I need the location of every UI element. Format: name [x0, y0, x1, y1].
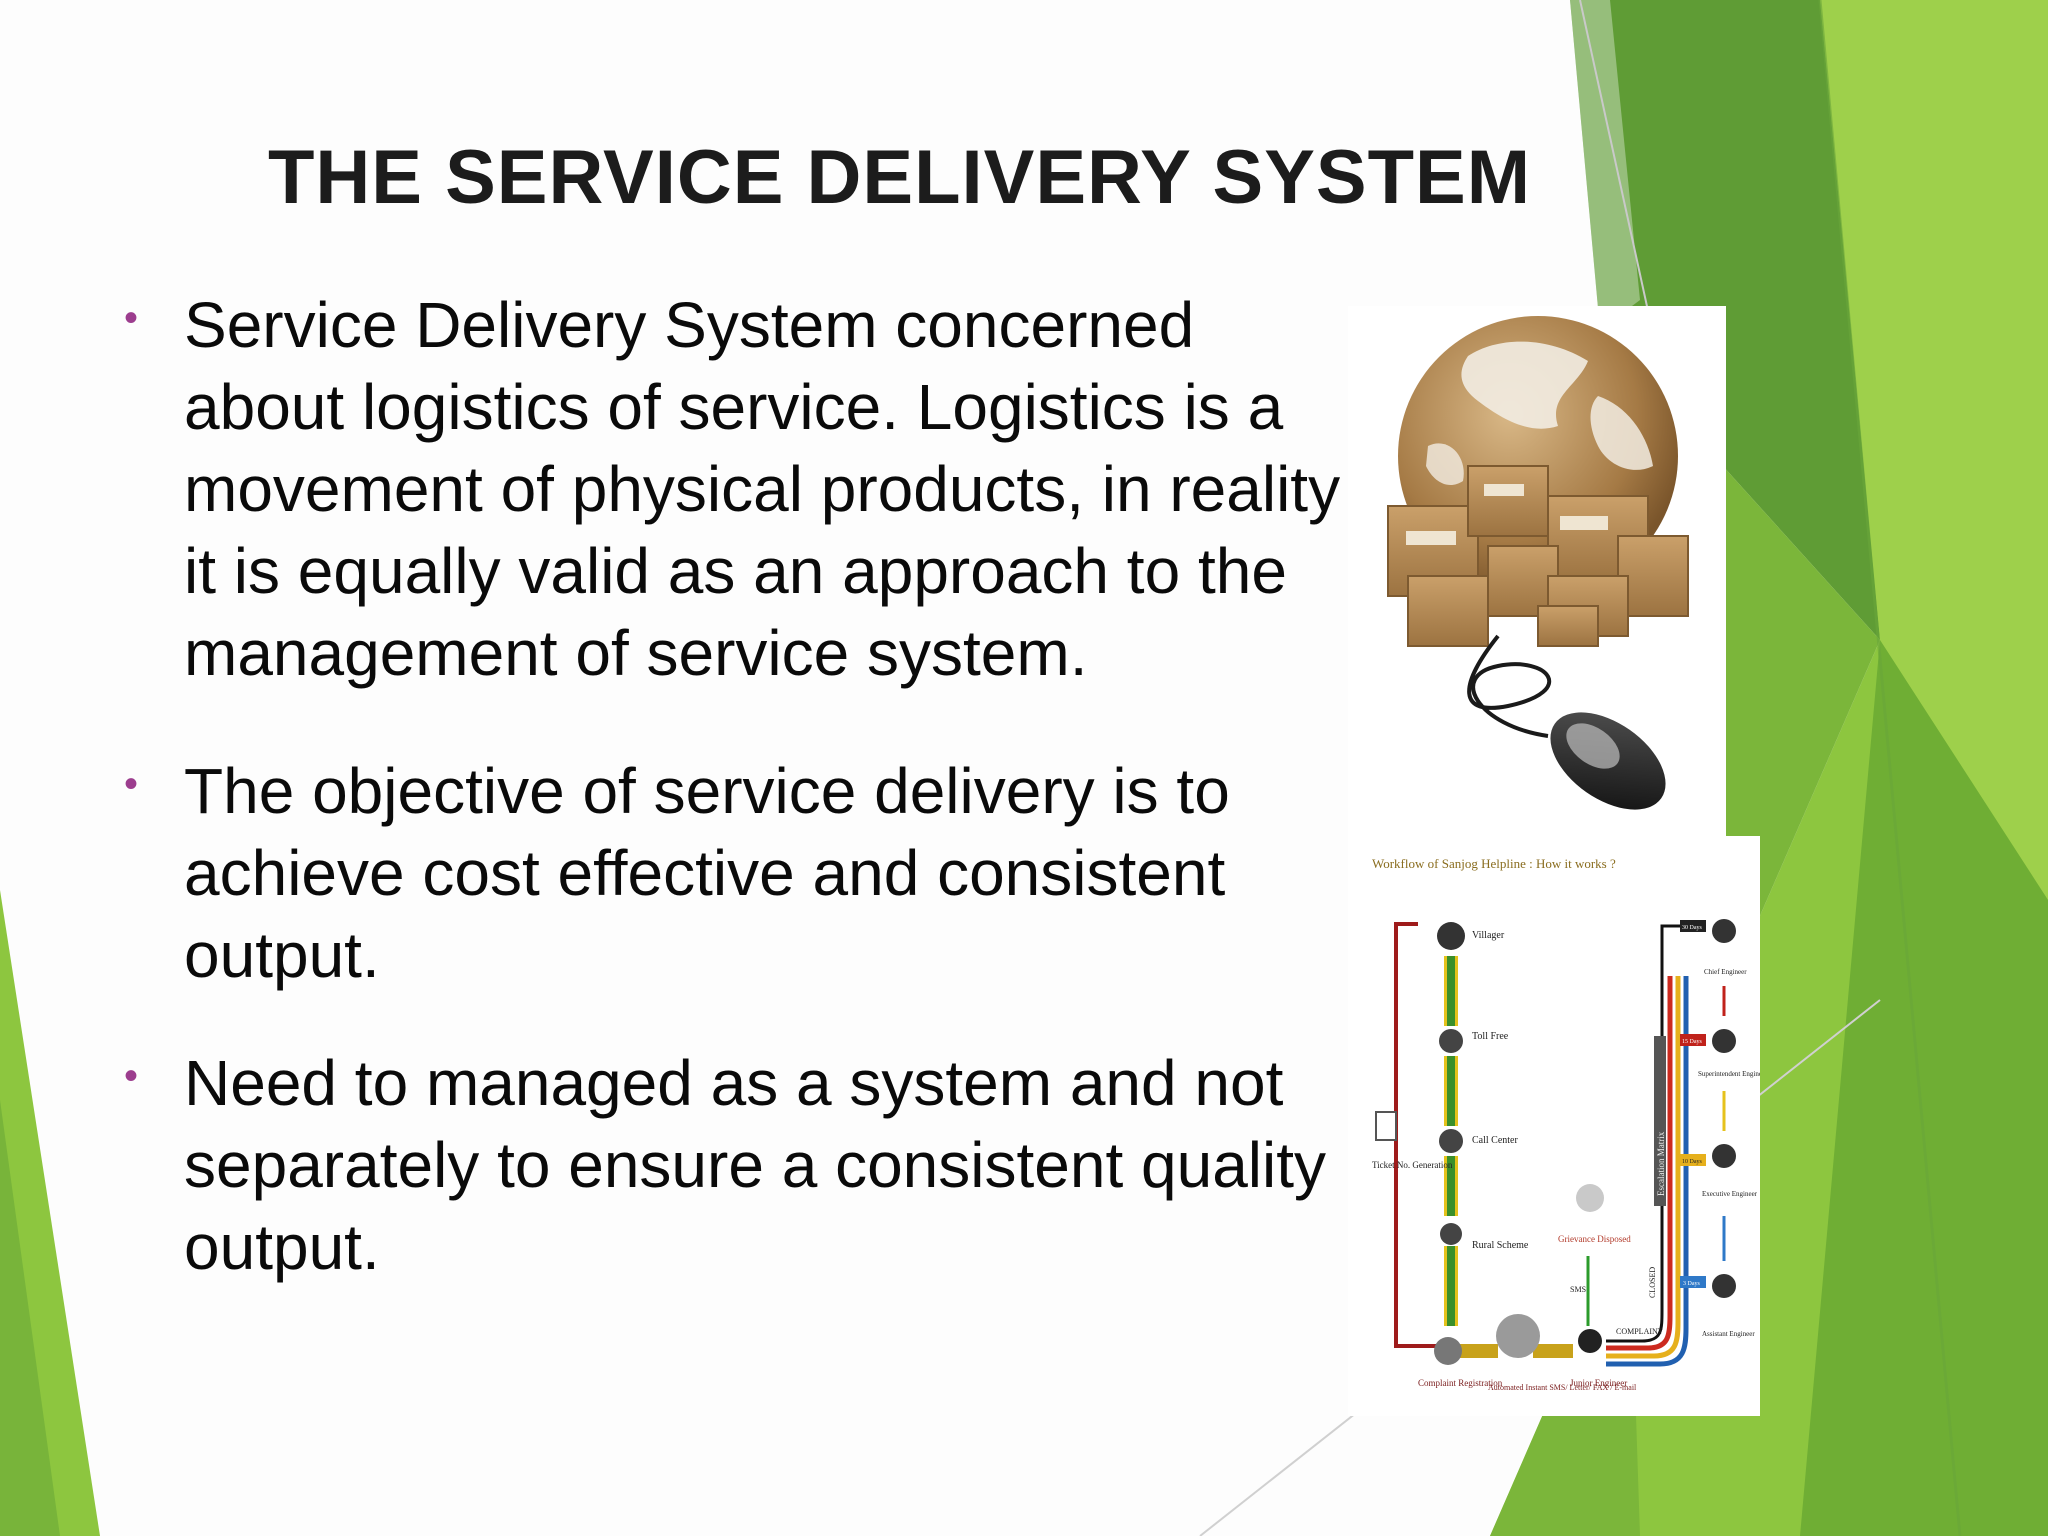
svg-text:Ticket No. Generation: Ticket No. Generation	[1372, 1160, 1453, 1170]
svg-text:30 Days: 30 Days	[1682, 925, 1702, 931]
deco-green-panel-5	[1800, 640, 2048, 1536]
loop-arrow	[1394, 922, 1438, 1348]
executive-engineer-icon	[1712, 1144, 1736, 1168]
slide-title: THE SERVICE DELIVERY SYSTEM	[268, 135, 1532, 220]
registration-icon	[1434, 1337, 1462, 1365]
deco-line-3	[1818, 0, 1962, 1536]
svg-text:Automated Instant SMS/ Letter/: Automated Instant SMS/ Letter/ FAX / E-m…	[1488, 1383, 1637, 1392]
bullet-list: • Service Delivery System concerned abou…	[120, 284, 1340, 1288]
bullet-text: Need to managed as a system and not sepa…	[184, 1047, 1326, 1283]
bullet-text: Service Delivery System concerned about …	[184, 289, 1341, 689]
svg-text:15 Days: 15 Days	[1682, 1039, 1702, 1045]
call-center-icon	[1439, 1129, 1463, 1153]
deco-line-1	[1579, 0, 1651, 321]
superintendent-engineer-icon	[1712, 1029, 1736, 1053]
globe-boxes-mouse-icon	[1387, 316, 1689, 810]
svg-text:Escalation Matrix: Escalation Matrix	[1656, 1131, 1666, 1196]
svg-text:10 Days: 10 Days	[1682, 1159, 1702, 1165]
ticket-icon	[1375, 1111, 1397, 1141]
svg-text:Grievance Disposed: Grievance Disposed	[1558, 1234, 1631, 1244]
workflow-diagram: Workflow of Sanjog Helpline : How it wor…	[1372, 856, 1768, 1392]
bullet-marker: •	[124, 296, 139, 340]
bullet-text: The objective of service delivery is to …	[184, 755, 1230, 991]
junior-engineer-icon	[1578, 1329, 1602, 1353]
bullet-marker: •	[124, 762, 139, 806]
villager-icon	[1437, 922, 1465, 950]
rural-scheme-icon	[1440, 1223, 1462, 1245]
svg-text:Superintendent Engineer: Superintendent Engineer	[1698, 1070, 1760, 1078]
workflow-title: Workflow of Sanjog Helpline : How it wor…	[1372, 856, 1616, 871]
deco-white-wedge	[1570, 0, 1640, 330]
globe-boxes-mouse-image	[1348, 306, 1726, 836]
svg-text:CLOSED: CLOSED	[1648, 1267, 1657, 1298]
svg-text:Chief Engineer: Chief Engineer	[1704, 968, 1747, 976]
svg-text:Executive Engineer: Executive Engineer	[1702, 1190, 1758, 1198]
svg-text:Complaint Registration: Complaint Registration	[1418, 1378, 1503, 1388]
svg-text:Toll Free: Toll Free	[1472, 1031, 1509, 1042]
grievance-icon	[1576, 1184, 1604, 1212]
svg-text:Rural Scheme: Rural Scheme	[1472, 1240, 1529, 1251]
svg-text:Call Center: Call Center	[1472, 1135, 1518, 1146]
svg-text:Villager: Villager	[1472, 930, 1505, 941]
svg-text:SMS: SMS	[1570, 1285, 1586, 1294]
deco-left-green-dark	[0, 1100, 60, 1536]
phone-icon	[1439, 1029, 1463, 1053]
workflow-diagram-image: Workflow of Sanjog Helpline : How it wor…	[1348, 836, 1768, 1416]
bullet-marker: •	[124, 1054, 139, 1098]
assistant-engineer-icon	[1712, 1274, 1736, 1298]
chief-engineer-icon	[1712, 919, 1736, 943]
svg-text:3 Days: 3 Days	[1683, 1281, 1700, 1287]
svg-text:Assistant Engineer: Assistant Engineer	[1702, 1330, 1755, 1338]
svg-text:COMPLAINT: COMPLAINT	[1616, 1327, 1663, 1336]
bullet-item: • Need to managed as a system and not se…	[120, 1042, 1340, 1288]
bullet-item: • The objective of service delivery is t…	[120, 750, 1340, 996]
bullet-item: • Service Delivery System concerned abou…	[120, 284, 1340, 694]
title-box: THE SERVICE DELIVERY SYSTEM	[268, 128, 1568, 228]
deco-green-panel-3	[1820, 0, 2048, 900]
sms-icon	[1496, 1314, 1540, 1358]
svg-text:Junior Engineer: Junior Engineer	[1570, 1378, 1627, 1388]
